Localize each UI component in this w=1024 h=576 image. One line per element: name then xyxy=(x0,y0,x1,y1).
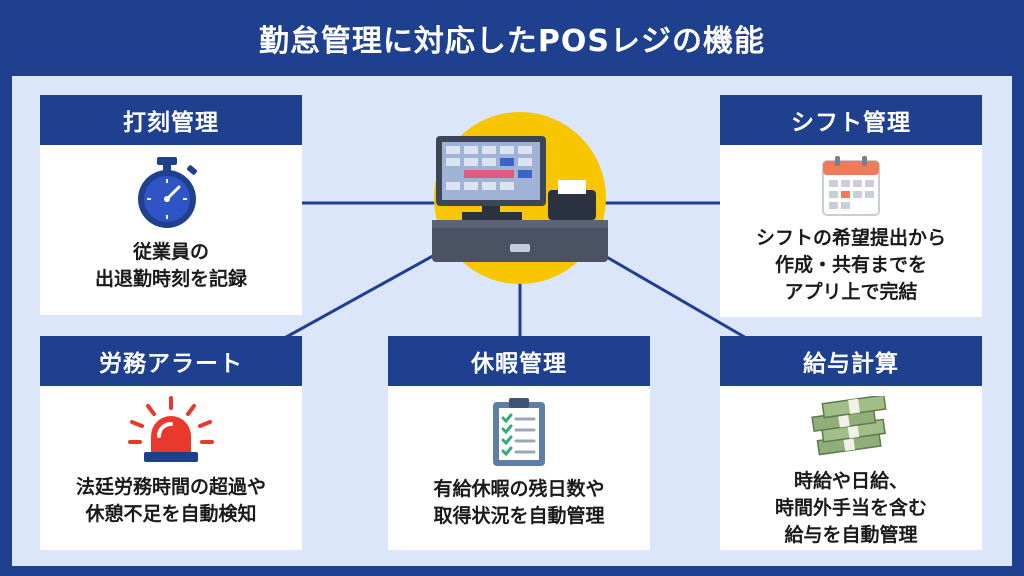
siren-icon xyxy=(128,396,214,462)
money-stack-icon xyxy=(811,396,887,456)
card-payroll-heading: 給与計算 xyxy=(720,336,982,386)
card-clock-in-description: 従業員の 出退勤時刻を記録 xyxy=(94,241,247,290)
calendar-icon xyxy=(822,156,880,216)
card-payroll: 給与計算 時給や日給、 時間外手当を含む 給与を自動管理 xyxy=(720,336,982,550)
card-shift: シフト管理 シフトの希望提出から 作成・共有までを アプリ上で完結 xyxy=(720,95,982,317)
connector-payroll xyxy=(597,250,761,348)
card-leave-heading: 休暇管理 xyxy=(388,336,650,386)
page-title: 勤怠管理に対応したPOSレジの機能 xyxy=(258,24,766,59)
card-clock-in: 打刻管理 従業員の 出退勤時刻を記録 xyxy=(40,95,302,315)
connector-alert xyxy=(269,250,441,348)
pos-register-icon xyxy=(432,112,608,284)
stopwatch-icon xyxy=(138,157,197,228)
card-shift-description: シフトの希望提出から 作成・共有までを アプリ上で完結 xyxy=(755,227,946,303)
card-alert: 労務アラート 法廷労務時間の超過や 休憩不足を自動検知 xyxy=(40,336,302,550)
card-shift-heading: シフト管理 xyxy=(720,95,982,145)
clipboard-checklist-icon xyxy=(493,398,545,466)
card-leave-description: 有給休暇の残日数や 取得状況を自動管理 xyxy=(433,478,605,527)
card-alert-heading: 労務アラート xyxy=(40,336,302,386)
card-clock-in-heading: 打刻管理 xyxy=(40,95,302,145)
card-payroll-description: 時給や日給、 時間外手当を含む 給与を自動管理 xyxy=(774,470,927,546)
card-alert-description: 法廷労務時間の超過や 休憩不足を自動検知 xyxy=(75,476,266,525)
card-leave: 休暇管理 有給休暇の残日数や 取得状況を自動管理 xyxy=(388,336,650,550)
